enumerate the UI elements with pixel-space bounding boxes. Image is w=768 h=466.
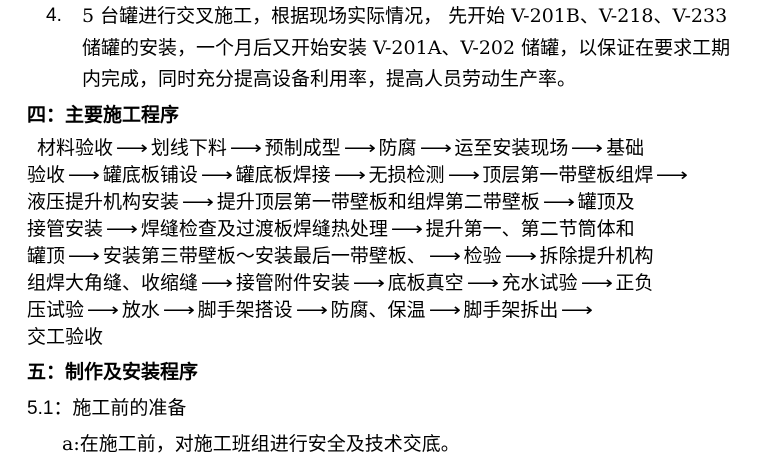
right-arrow-icon: ⟶ (504, 246, 537, 267)
flow-step: 顶层第一带壁板组焊 (482, 164, 654, 186)
right-arrow-icon: ⟶ (67, 246, 101, 267)
flow-step: 焊缝检查及过渡板焊缝热处理 (140, 218, 388, 240)
flow-step: 正负 (615, 272, 654, 294)
flow-step: 罐底板铺设 (102, 164, 198, 186)
right-arrow-icon: ⟶ (428, 300, 461, 321)
item4-line2: 储罐的安装，一个月后又开始安装 V-201A、V-202 储罐，以保证在要求工期 (82, 37, 731, 59)
item4-line1: 5 台罐进行交叉施工，根据现场实际情况， 先开始 V-201B、V-218、V-… (82, 5, 728, 27)
right-arrow-icon: ⟶ (580, 273, 613, 294)
right-arrow-icon: ⟶ (200, 273, 234, 294)
flow-step: 罐顶及 (577, 191, 635, 213)
flow-step: 检验 (463, 245, 502, 267)
right-arrow-icon: ⟶ (343, 138, 376, 159)
flow-step: 罐底板焊接 (235, 164, 331, 186)
flow-step: 防腐 (378, 137, 417, 159)
flow-step: 提升顶层第一带壁板和组焊第二带壁板 (216, 191, 540, 213)
subsection-5-1: 5.1：施工前的准备 (27, 396, 186, 421)
right-arrow-icon: ⟶ (466, 273, 499, 294)
flow-step: 提升第一、第二节筒体和 (425, 218, 635, 240)
right-arrow-icon: ⟶ (200, 165, 233, 186)
flow-step: 验收 (27, 164, 66, 186)
flow-row: 罐顶⟶安装第三带壁板～安装最后一带壁板、⟶检验⟶拆除提升机构 (27, 244, 654, 269)
section5-heading: 五：制作及安装程序 (27, 361, 199, 383)
flow-step: 放水 (121, 299, 160, 321)
flow-step: 压试验 (27, 299, 85, 321)
flow-step: 接管附件安装 (235, 272, 350, 294)
item-a: a:在施工前，对施工班组进行安全及技术交底。 (62, 433, 460, 455)
flow-step: 防腐、保温 (330, 299, 426, 321)
subsection-title: 施工前的准备 (72, 397, 187, 419)
right-arrow-icon: ⟶ (67, 165, 101, 186)
flow-step: 组焊大角缝、收缩缝 (27, 272, 199, 294)
flow-row: 交工验收 (27, 325, 103, 349)
flow-row: 材料验收⟶划线下料⟶预制成型⟶防腐⟶运至安装现场⟶基础 (37, 136, 644, 161)
right-arrow-icon: ⟶ (162, 300, 195, 321)
flow-step: 罐顶 (27, 245, 66, 267)
flow-step: 安装第三带壁板～安装最后一带壁板、 (102, 245, 426, 267)
right-arrow-icon: ⟶ (656, 165, 689, 186)
flow-step: 接管安装 (27, 218, 104, 240)
right-arrow-icon: ⟶ (333, 165, 366, 186)
right-arrow-icon: ⟶ (561, 300, 594, 321)
right-arrow-icon: ⟶ (181, 192, 215, 213)
flow-row: 验收⟶罐底板铺设⟶罐底板焊接⟶无损检测⟶顶层第一带壁板组焊⟶ (27, 163, 691, 188)
flow-row: 压试验⟶放水⟶脚手架搭设⟶防腐、保温⟶脚手架拆出⟶ (27, 298, 596, 323)
flow-row: 接管安装⟶焊缝检查及过渡板焊缝热处理⟶提升第一、第二节筒体和 (27, 217, 635, 242)
flow-step: 底板真空 (387, 272, 464, 294)
right-arrow-icon: ⟶ (229, 138, 262, 159)
flow-step: 脚手架拆出 (463, 299, 559, 321)
right-arrow-icon: ⟶ (571, 138, 604, 159)
flow-step: 基础 (606, 137, 645, 159)
flow-step: 液压提升机构安装 (27, 191, 180, 213)
right-arrow-icon: ⟶ (295, 300, 328, 321)
item4-line3: 内完成，同时充分提高设备利用率，提高人员劳动生产率。 (82, 68, 577, 90)
right-arrow-icon: ⟶ (352, 273, 385, 294)
subsection-number: 5.1： (27, 398, 73, 419)
section4-heading: 四：主要施工程序 (27, 104, 180, 126)
flow-step: 运至安装现场 (454, 137, 569, 159)
flow-step: 脚手架搭设 (197, 299, 293, 321)
flow-step: 材料验收 (37, 137, 114, 159)
right-arrow-icon: ⟶ (428, 246, 461, 267)
right-arrow-icon: ⟶ (105, 219, 139, 240)
item4-number: 4. (46, 5, 62, 26)
flow-step: 划线下料 (150, 137, 227, 159)
flow-row: 组焊大角缝、收缩缝⟶接管附件安装⟶底板真空⟶充水试验⟶正负 (27, 271, 653, 296)
right-arrow-icon: ⟶ (447, 165, 480, 186)
right-arrow-icon: ⟶ (115, 138, 149, 159)
flow-step: 充水试验 (501, 272, 578, 294)
right-arrow-icon: ⟶ (86, 300, 120, 321)
flow-step: 拆除提升机构 (539, 245, 654, 267)
flow-row: 液压提升机构安装⟶提升顶层第一带壁板和组焊第二带壁板⟶罐顶及 (27, 190, 635, 215)
flow-step: 交工验收 (27, 326, 104, 348)
right-arrow-icon: ⟶ (542, 192, 575, 213)
right-arrow-icon: ⟶ (390, 219, 423, 240)
flow-step: 无损检测 (368, 164, 445, 186)
right-arrow-icon: ⟶ (419, 138, 452, 159)
flow-step: 预制成型 (264, 137, 341, 159)
